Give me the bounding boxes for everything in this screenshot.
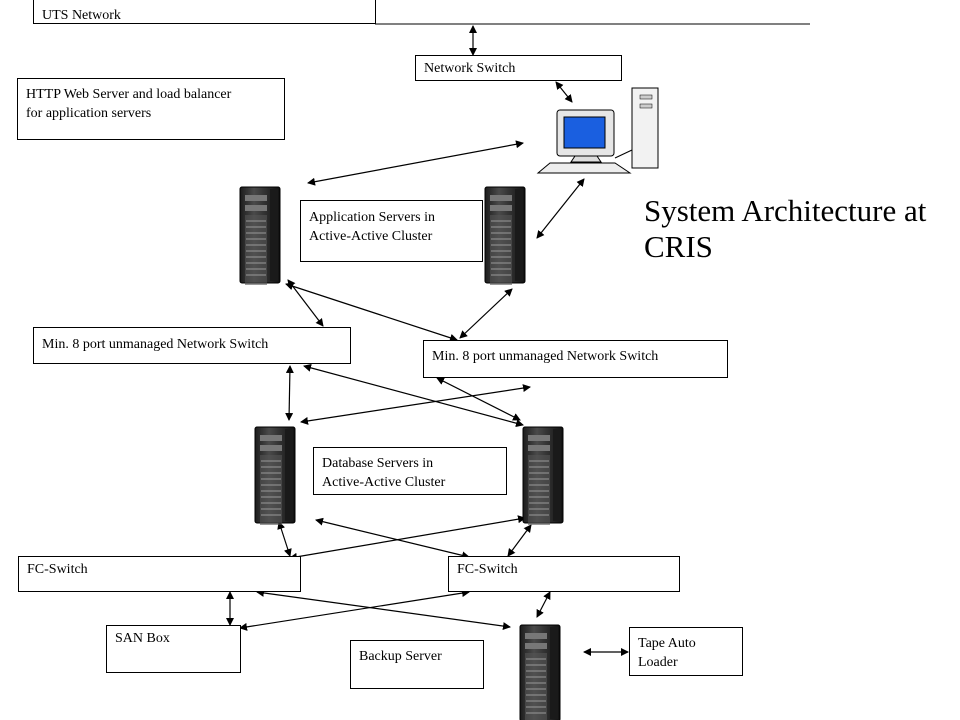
http-web-server-box: HTTP Web Server and load balancer for ap… [17, 78, 285, 140]
database-servers-box: Database Servers in Active-Active Cluste… [313, 447, 507, 495]
backup-server-box: Backup Server [350, 640, 484, 689]
diagram-title: System Architecture at CRIS [644, 193, 927, 264]
uts-network-box: UTS Network [33, 0, 376, 24]
desktop-computer-icon [536, 87, 659, 174]
app-server-left-icon [239, 186, 281, 286]
db-server-right-icon [522, 426, 564, 526]
network-switch-left-box: Min. 8 port unmanaged Network Switch [33, 327, 351, 364]
san-box: SAN Box [106, 625, 241, 673]
db-server-left-icon [254, 426, 296, 526]
network-switch-right-box: Min. 8 port unmanaged Network Switch [423, 340, 728, 378]
tape-auto-loader-box: Tape Auto Loader [629, 627, 743, 676]
network-switch-box: Network Switch [415, 55, 622, 81]
fc-switch-left-box: FC-Switch [18, 556, 301, 592]
app-server-right-icon [484, 186, 526, 286]
application-servers-box: Application Servers in Active-Active Clu… [300, 200, 483, 262]
backup-server-icon [519, 624, 561, 720]
fc-switch-right-box: FC-Switch [448, 556, 680, 592]
